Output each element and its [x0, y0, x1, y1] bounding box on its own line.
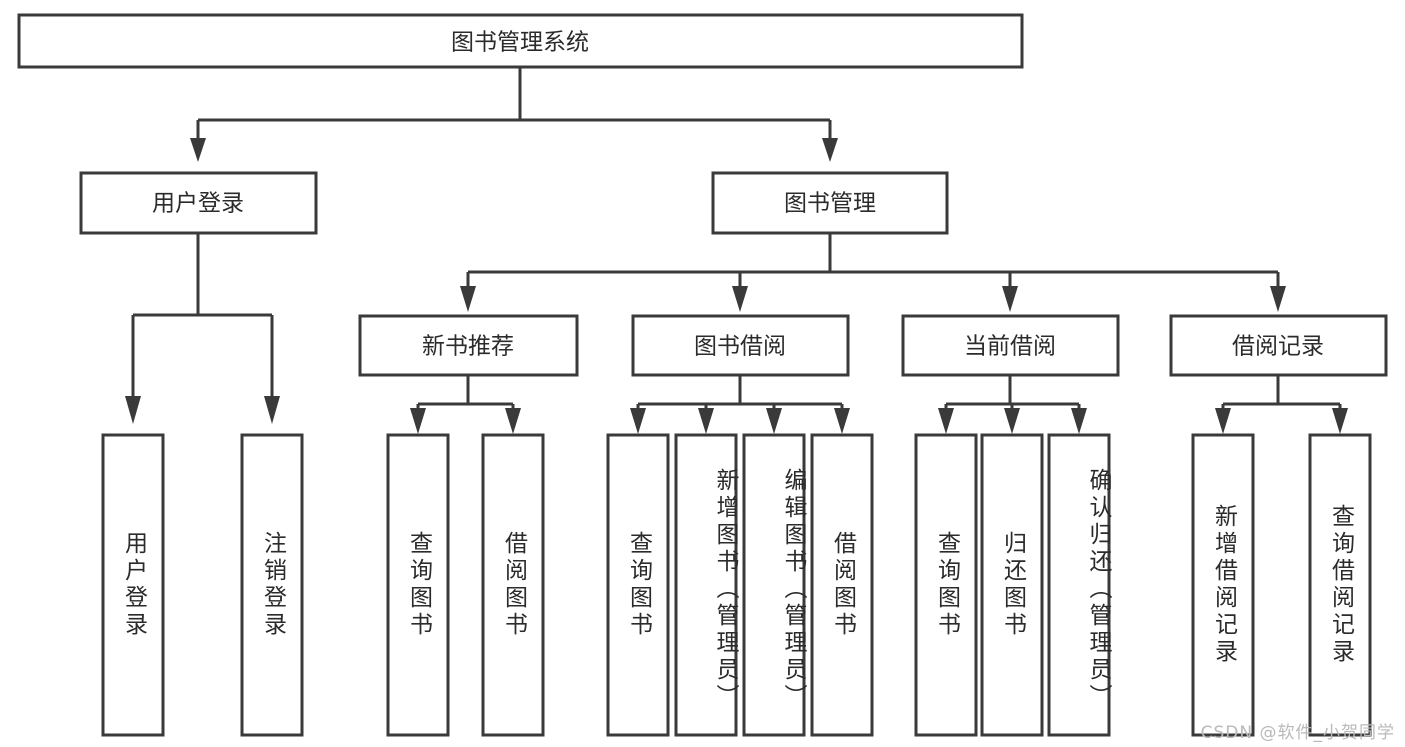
connectors-group — [125, 67, 1348, 434]
arrow-current-leaf-1 — [938, 408, 954, 434]
node-book-borrow-label: 图书借阅 — [694, 334, 786, 360]
arrow-borrow-leaf-4 — [834, 408, 850, 434]
arrow-record-leaf-2 — [1332, 408, 1348, 434]
leaf-query-book-borrow-box[interactable] — [606, 433, 670, 737]
arrow-book-mgmt-to-new-book — [460, 286, 476, 312]
leaf-user-login-box[interactable] — [101, 433, 165, 737]
arrow-new-book-leaf-2 — [505, 408, 521, 434]
leaf-borrow-book-box[interactable] — [810, 433, 874, 737]
leaf-return-book-box[interactable] — [980, 433, 1044, 737]
arrow-borrow-leaf-1 — [630, 408, 646, 434]
arrow-record-leaf-1 — [1215, 408, 1231, 434]
node-book-borrow-box[interactable] — [631, 314, 850, 377]
node-user-login-box[interactable] — [79, 171, 318, 235]
node-book-mgmt-box[interactable] — [711, 171, 949, 235]
leaf-logout-box[interactable] — [240, 433, 304, 737]
node-borrow-record-label: 借阅记录 — [1232, 334, 1324, 360]
leaf-add-record-box[interactable] — [1191, 433, 1255, 737]
arrow-user-login-leaf-2 — [264, 396, 280, 424]
node-new-book-rec-box[interactable] — [358, 314, 579, 377]
arrow-current-leaf-3 — [1071, 408, 1087, 434]
node-root-box[interactable] — [17, 13, 1024, 69]
node-book-mgmt-label: 图书管理 — [784, 191, 876, 217]
node-root-label: 图书管理系统 — [451, 30, 589, 56]
leaf-add-book-box[interactable] — [674, 433, 738, 737]
arrow-book-mgmt-to-borrow — [732, 286, 748, 312]
arrow-book-mgmt-to-record — [1270, 286, 1286, 312]
arrow-current-leaf-2 — [1004, 408, 1020, 434]
leaf-confirm-return-box[interactable] — [1047, 433, 1111, 737]
arrow-borrow-leaf-2 — [698, 408, 714, 434]
node-current-borrow-label: 当前借阅 — [964, 334, 1056, 360]
arrow-user-login-leaf-1 — [125, 396, 141, 424]
csdn-watermark: CSDN @软件_小贺同学 — [1200, 723, 1395, 743]
leaf-borrow-book-newrec-box[interactable] — [481, 433, 545, 737]
arrow-root-to-user-login — [190, 138, 206, 162]
leaf-edit-book-box[interactable] — [742, 433, 806, 737]
leaf-query-book-newrec-box[interactable] — [386, 433, 450, 737]
nodes-group: 图书管理系统 用户登录 图书管理 新书推荐 图书借阅 当前借阅 借阅记录 — [17, 13, 1388, 737]
node-borrow-record-box[interactable] — [1169, 314, 1388, 377]
arrow-root-to-book-mgmt — [822, 138, 838, 162]
leaf-query-book-current-box[interactable] — [914, 433, 978, 737]
node-current-borrow-box[interactable] — [901, 314, 1120, 377]
node-user-login-label: 用户登录 — [152, 191, 244, 217]
arrow-borrow-leaf-3 — [766, 408, 782, 434]
arrow-new-book-leaf-1 — [410, 408, 426, 434]
arrow-book-mgmt-to-current — [1002, 286, 1018, 312]
leaf-query-record-box[interactable] — [1308, 433, 1372, 737]
node-new-book-rec-label: 新书推荐 — [422, 334, 514, 360]
